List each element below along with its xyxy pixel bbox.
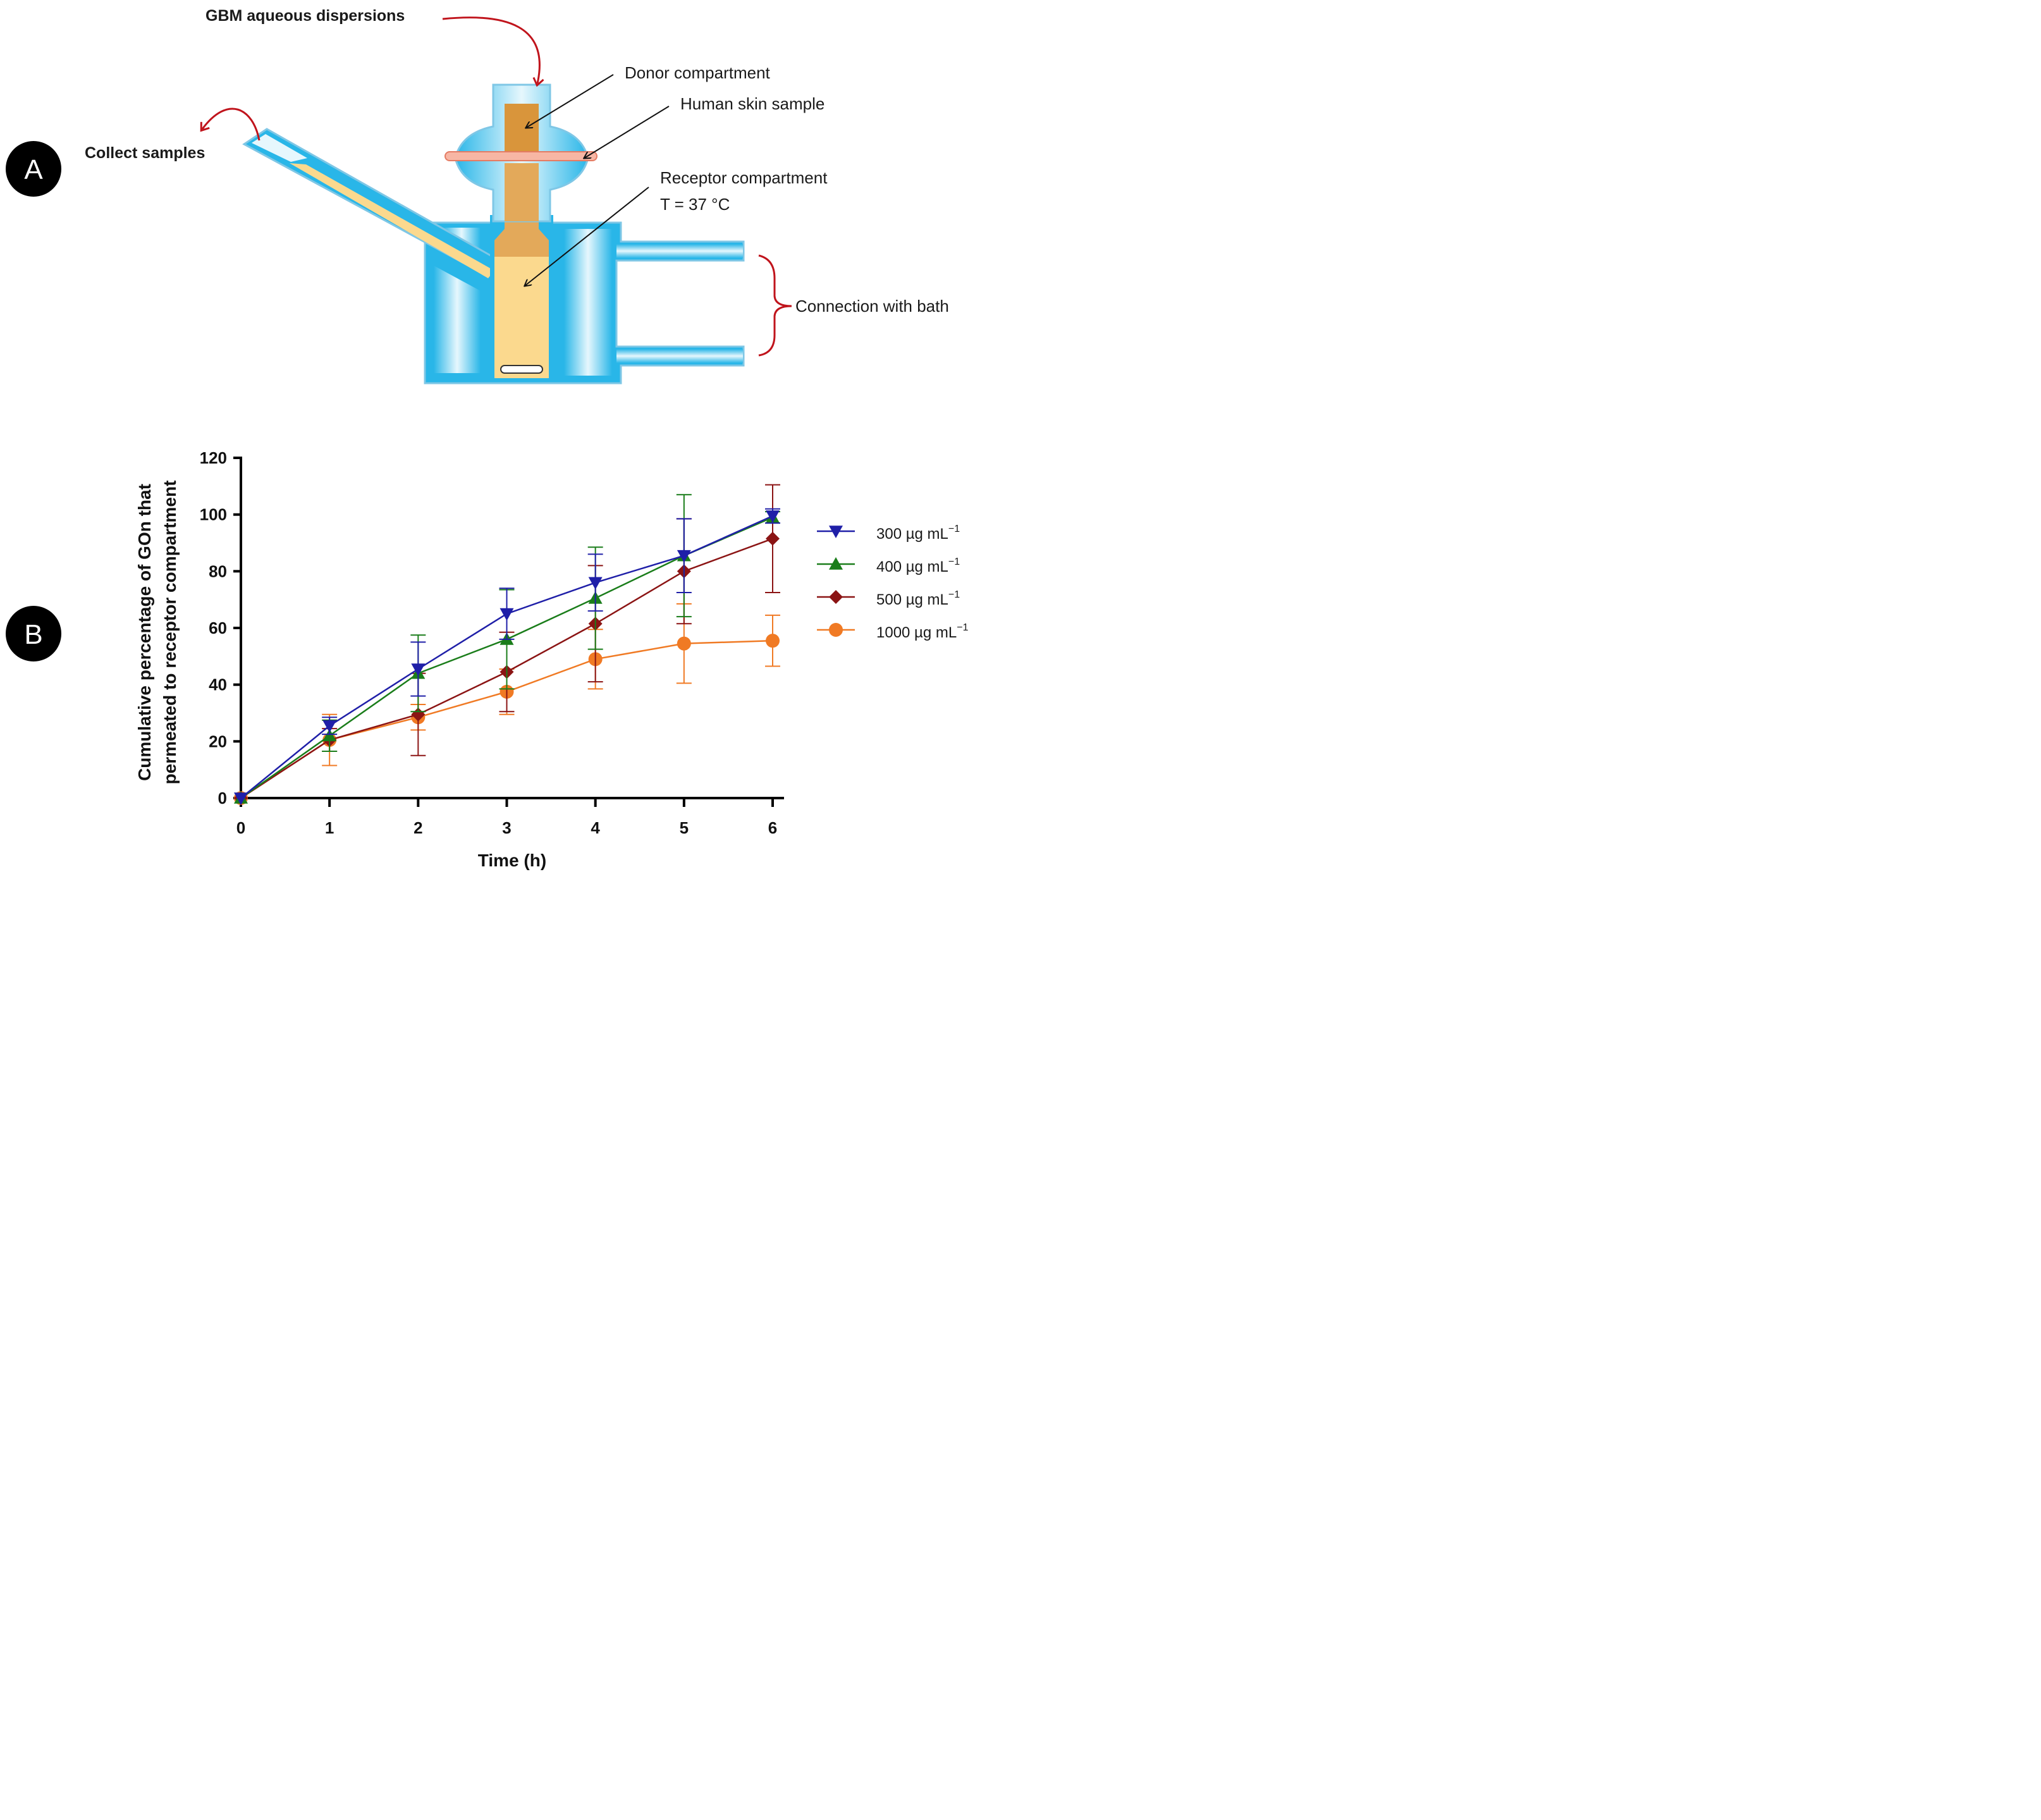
legend-swatch-marker — [829, 590, 843, 604]
data-point-300 — [677, 550, 691, 563]
x-axis-title: Time (h) — [478, 851, 546, 870]
panel-b-letter: B — [24, 619, 42, 650]
data-point-1000 — [677, 636, 691, 651]
legend-item-500: 500 µg mL−1 — [817, 589, 960, 608]
x-ticks: 0 1 2 3 4 5 6 — [236, 798, 777, 837]
data-point-300 — [411, 663, 426, 677]
skin-membrane — [444, 151, 598, 161]
donor-fluid — [505, 104, 539, 153]
x-tick-label: 0 — [236, 818, 245, 837]
y-tick-label: 120 — [200, 448, 227, 467]
legend-swatch-marker — [829, 623, 843, 637]
label-receptor: Receptor compartment — [660, 168, 828, 187]
label-gbm: GBM aqueous dispersions — [205, 7, 405, 25]
jacket-left-panel — [434, 266, 481, 373]
x-tick-label: 5 — [680, 818, 689, 837]
y-tick-label: 40 — [209, 675, 227, 694]
x-tick-label: 2 — [414, 818, 422, 837]
data-point-300 — [766, 510, 780, 523]
data-point-500 — [411, 707, 426, 722]
label-skin: Human skin sample — [680, 94, 824, 113]
y-axis-title-line-1: Cumulative percentage of GOn that — [135, 484, 154, 781]
jacket-right-panel — [564, 229, 612, 376]
legend-item-300: 300 µg mL−1 — [817, 524, 960, 543]
x-tick-label: 1 — [325, 818, 334, 837]
label-collect: Collect samples — [85, 144, 205, 162]
series-300 — [234, 508, 780, 805]
skin-pointer — [584, 106, 670, 158]
bath-port-bottom — [616, 349, 743, 363]
data-point-400 — [322, 729, 337, 742]
data-point-1000 — [766, 634, 780, 648]
y-ticks: 0 20 40 60 80 100 120 — [200, 448, 241, 808]
y-tick-label: 20 — [209, 732, 227, 751]
gbm-arrow — [442, 16, 539, 83]
label-donor: Donor compartment — [625, 63, 771, 82]
series-400 — [234, 494, 780, 804]
receptor-neck — [505, 163, 539, 221]
x-tick-label: 3 — [502, 818, 511, 837]
sampling-arm-fluid — [290, 163, 494, 278]
y-axis-title-line-2: permeated to receptor compartment — [160, 481, 180, 785]
panel-b: B 0 20 40 60 80 100 120 0 1 2 3 4 5 6 Time (h) Cumul… — [6, 448, 969, 870]
receptor-pointer — [525, 187, 649, 286]
y-tick-label: 80 — [209, 562, 227, 581]
legend: 300 µg mL−1 400 µg mL−1 500 µg mL−1 1000 µg… — [817, 524, 969, 641]
panel-a-badge — [6, 141, 61, 197]
y-tick-label: 100 — [200, 505, 227, 524]
legend-label: 500 µg mL−1 — [876, 589, 960, 608]
legend-item-400: 400 µg mL−1 — [817, 556, 960, 575]
data-point-300 — [234, 792, 248, 805]
panel-a-letter: A — [24, 154, 43, 185]
label-temp: T = 37 °C — [660, 195, 730, 214]
permeation-chart: 0 20 40 60 80 100 120 0 1 2 3 4 5 6 Time (h) Cumulat… — [135, 448, 969, 870]
figure: A — [6, 7, 969, 870]
bath-brace — [758, 254, 792, 357]
legend-label: 1000 µg mL−1 — [876, 622, 969, 641]
sampling-arm-glass — [252, 134, 307, 162]
data-point-300 — [588, 577, 603, 590]
y-axis-title: Cumulative percentage of GOn that permea… — [135, 481, 180, 785]
legend-swatch-marker — [829, 526, 843, 538]
collect-arrow — [202, 108, 260, 141]
receptor-fluid — [494, 253, 549, 378]
legend-label: 300 µg mL−1 — [876, 524, 960, 543]
panel-a: A — [6, 7, 949, 384]
x-tick-label: 4 — [591, 818, 600, 837]
donor-pointer — [526, 74, 614, 128]
legend-label: 400 µg mL−1 — [876, 556, 960, 575]
bath-port-top — [616, 244, 743, 258]
legend-swatch-marker — [829, 557, 843, 570]
data-point-300 — [322, 720, 337, 733]
label-bath: Connection with bath — [795, 297, 949, 316]
series-layer — [234, 484, 780, 805]
x-tick-label: 6 — [768, 818, 777, 837]
data-point-300 — [500, 608, 514, 621]
franz-cell-diagram — [242, 83, 745, 384]
data-point-500 — [766, 531, 780, 546]
y-tick-label: 60 — [209, 618, 227, 637]
y-tick-label: 0 — [218, 789, 227, 808]
stir-bar — [500, 365, 543, 374]
panel-b-badge — [6, 606, 61, 661]
legend-item-1000: 1000 µg mL−1 — [817, 622, 969, 641]
